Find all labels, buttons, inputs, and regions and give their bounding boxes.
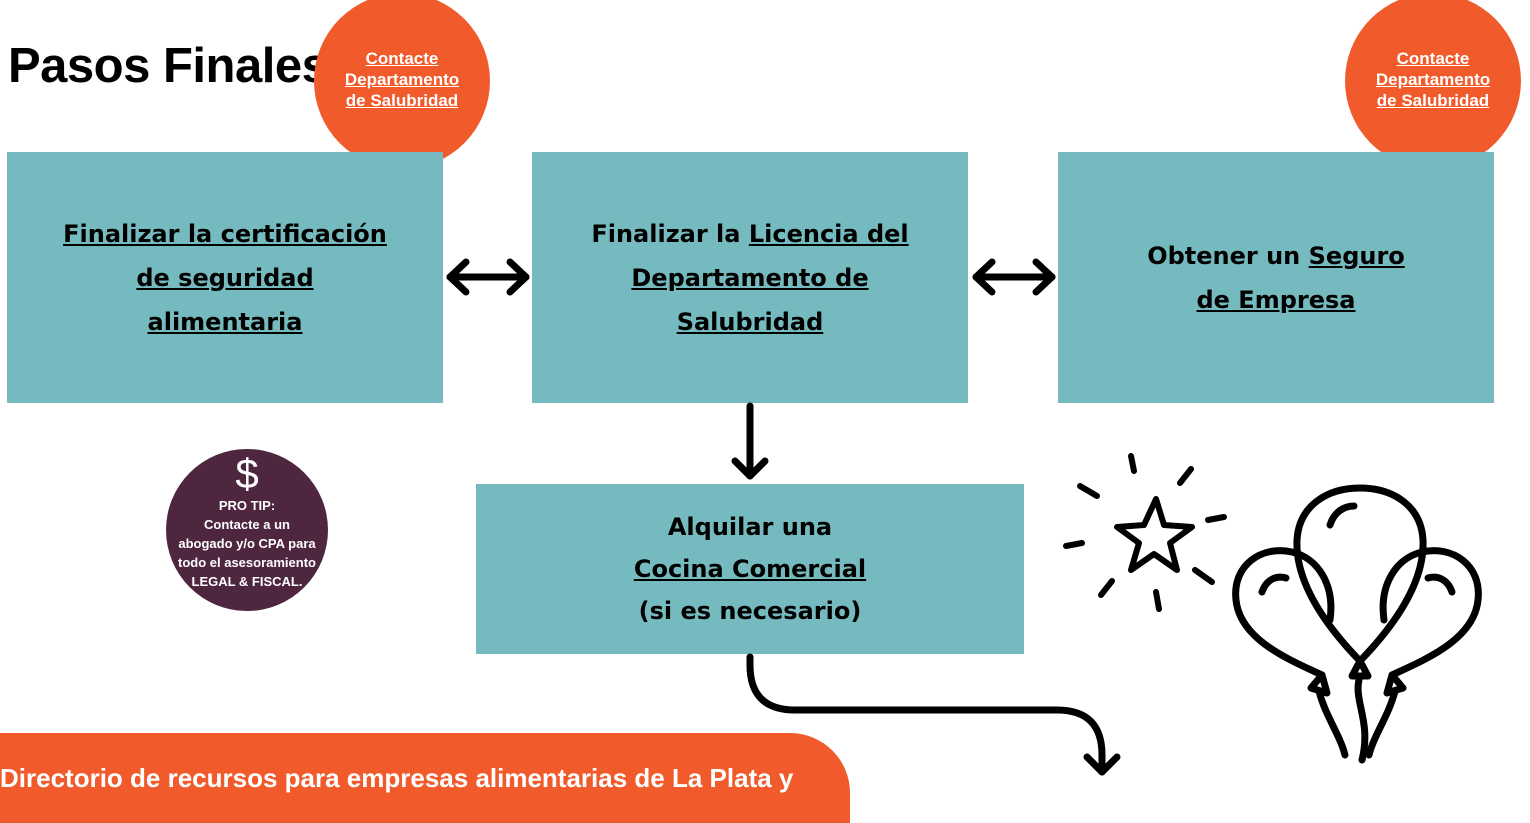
page-title: Pasos Finales [8, 39, 329, 93]
health-license-link[interactable]: Licencia del [748, 219, 909, 248]
food-safety-link-line[interactable]: alimentaria [147, 307, 303, 336]
pro-tip-line: LEGAL & FISCAL. [191, 574, 303, 589]
insurance-line-1: Obtener un Seguro [1147, 234, 1405, 278]
contact-line[interactable]: Contacte [1396, 49, 1470, 68]
health-license-line-1: Finalizar la Licencia del [591, 212, 908, 256]
contact-line[interactable]: Departamento [344, 70, 460, 89]
star-sparkle-icon [1063, 453, 1227, 612]
contact-health-dept-link-2[interactable]: Contacte Departamento de Salubridad [1345, 0, 1521, 169]
kitchen-line-3: (si es necesario) [638, 597, 862, 625]
double-arrow-icon [972, 258, 1056, 296]
contact-line[interactable]: Contacte [365, 49, 439, 68]
contact-line[interactable]: de Salubridad [345, 91, 459, 110]
step-food-safety-certification: Finalizar la certificación de seguridad … [7, 152, 443, 403]
health-license-prefix: Finalizar la [591, 219, 749, 248]
balloons-icon [1232, 484, 1482, 764]
connector-layer [446, 258, 1482, 776]
contact-line[interactable]: de Salubridad [1376, 91, 1490, 110]
down-arrow-icon [731, 402, 769, 480]
double-arrow-icon [446, 258, 530, 296]
food-safety-link-line[interactable]: Finalizar la certificación [63, 219, 387, 248]
food-safety-link-line[interactable]: de seguridad [136, 263, 314, 292]
pro-tip-line: Contacte a un [204, 517, 290, 532]
pro-tip-line: PRO TIP: [218, 498, 276, 513]
curved-arrow-icon [746, 653, 1121, 776]
step-health-dept-license: Finalizar la Licencia del Departamento d… [532, 152, 968, 403]
dollar-icon: $ [235, 450, 259, 497]
pro-tip-badge: $ PRO TIP: Contacte a un abogado y/o CPA… [166, 449, 328, 611]
step-business-insurance: Obtener un Seguro de Empresa [1058, 152, 1494, 403]
pro-tip-line: abogado y/o CPA para [178, 536, 316, 551]
step-rent-commercial-kitchen: Alquilar una Cocina Comercial (si es nec… [476, 484, 1024, 654]
health-license-link-line[interactable]: Salubridad [676, 307, 824, 336]
health-license-link-line[interactable]: Departamento de [631, 263, 869, 292]
insurance-link[interactable]: Seguro [1308, 241, 1405, 270]
contact-health-dept-link-1[interactable]: Contacte Departamento de Salubridad [314, 0, 490, 169]
pro-tip-line: todo el asesoramiento [178, 555, 316, 570]
kitchen-link[interactable]: Cocina Comercial [633, 555, 867, 583]
kitchen-line-1: Alquilar una [667, 513, 833, 541]
insurance-link-line[interactable]: de Empresa [1196, 285, 1356, 314]
insurance-prefix: Obtener un [1147, 241, 1309, 270]
contact-line[interactable]: Departamento [1375, 70, 1491, 89]
